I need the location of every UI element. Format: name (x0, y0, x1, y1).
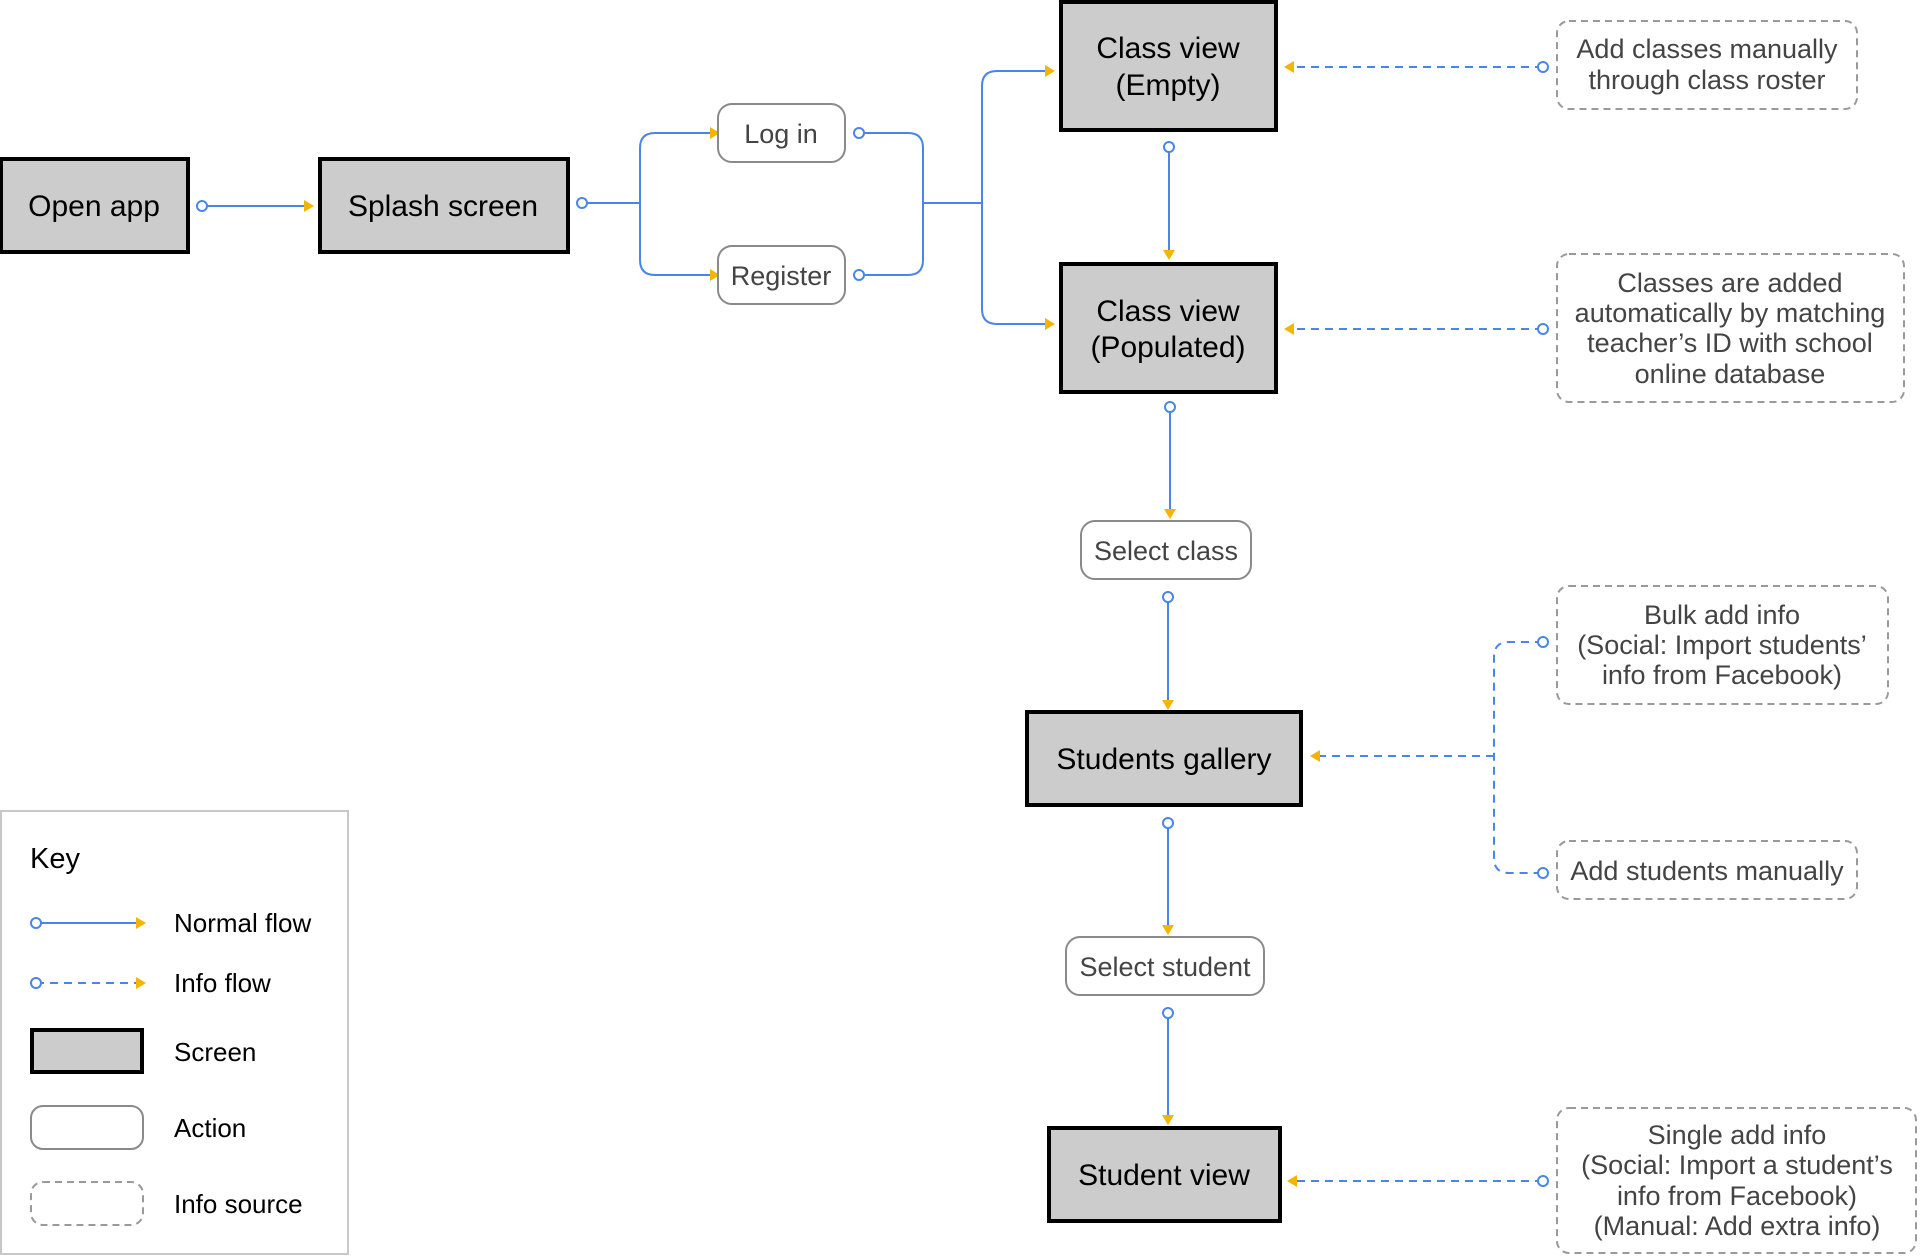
flow-start-dot (853, 269, 865, 281)
action-select-student: Select student (1065, 936, 1265, 996)
legend-normal-flow-label: Normal flow (174, 908, 311, 938)
action-select-class: Select class (1080, 520, 1252, 580)
arrowhead (1284, 61, 1294, 73)
info-add-classes-manually-line1: Add classes manually (1576, 34, 1838, 64)
connectors (196, 61, 1549, 1187)
legend-action-label: Action (174, 1113, 246, 1143)
info-start-dot (1537, 61, 1549, 73)
arrowhead (1163, 250, 1175, 260)
flow-merge-to-class-views (981, 70, 1045, 325)
action-log-in: Log in (717, 103, 846, 163)
arrowhead (304, 200, 314, 212)
info-classes-added-line2: automatically by matching (1575, 298, 1886, 328)
screen-class-view-empty-line1: Class view (1096, 32, 1240, 65)
screen-splash: Splash screen (318, 157, 570, 254)
action-register-label: Register (731, 261, 832, 291)
legend: Key Normal flow Info flow Screen Action … (0, 810, 349, 1255)
arrowhead (1045, 65, 1055, 77)
arrowhead (1162, 700, 1174, 710)
screen-class-view-populated: Class view (Populated) (1059, 262, 1278, 394)
info-bulk-add-line3: info from Facebook) (1602, 660, 1842, 690)
action-select-class-label: Select class (1094, 536, 1238, 566)
info-add-students-manually-label: Add students manually (1570, 856, 1844, 886)
info-classes-added-line4: online database (1635, 359, 1826, 389)
flow-start-dot (1164, 401, 1176, 413)
info-single-add-line3: info from Facebook) (1617, 1181, 1857, 1211)
info-start-dot (1537, 323, 1549, 335)
legend-info-source: Info source (30, 1181, 303, 1226)
action-select-student-label: Select student (1079, 952, 1251, 982)
screen-student-view: Student view (1047, 1126, 1282, 1223)
info-single-add-line1: Single add info (1648, 1120, 1827, 1150)
screen-class-view-populated-line1: Class view (1096, 295, 1240, 328)
arrowhead (710, 269, 720, 281)
arrowhead (1045, 318, 1055, 330)
arrowhead (1162, 1115, 1174, 1125)
info-bulk-add-line1: Bulk add info (1644, 600, 1800, 630)
arrowhead (1287, 1175, 1297, 1187)
info-bulk-add: Bulk add info (Social: Import students’ … (1556, 585, 1889, 705)
flow-splash-to-actions (582, 132, 710, 276)
info-classes-added-line1: Classes are added (1617, 268, 1842, 298)
flow-start-dot (1163, 141, 1175, 153)
screen-open-app: Open app (0, 157, 190, 254)
screen-students-gallery: Students gallery (1025, 710, 1303, 807)
legend-normal-flow: Normal flow (30, 908, 311, 938)
info-single-add-line4: (Manual: Add extra info) (1594, 1211, 1881, 1241)
info-single-add-line2: (Social: Import a student’s (1581, 1150, 1893, 1180)
info-start-dot (1537, 1175, 1549, 1187)
legend-title: Key (30, 843, 80, 875)
screen-students-gallery-label: Students gallery (1056, 743, 1271, 776)
legend-screen: Screen (30, 1028, 256, 1074)
flow-start-dot (1162, 1007, 1174, 1019)
arrowhead (1310, 750, 1320, 762)
action-log-in-label: Log in (744, 119, 818, 149)
screen-student-view-label: Student view (1078, 1159, 1250, 1192)
arrowhead (710, 127, 720, 139)
legend-action: Action (30, 1105, 246, 1150)
info-classes-added-automatically: Classes are added automatically by match… (1556, 253, 1905, 403)
screen-open-app-label: Open app (28, 190, 160, 223)
info-add-students-manually: Add students manually (1556, 840, 1858, 900)
info-start-dot (1537, 636, 1549, 648)
flow-start-dot (196, 200, 208, 212)
info-add-classes-manually: Add classes manually through class roste… (1556, 20, 1858, 110)
flow-actions-merge (859, 132, 982, 276)
info-add-classes-manually-line2: through class roster (1588, 65, 1825, 95)
flow-start-dot (1162, 591, 1174, 603)
info-flow-students-gallery (1320, 641, 1543, 874)
legend-info-flow-label: Info flow (174, 968, 271, 998)
arrowhead (1164, 509, 1176, 519)
info-classes-added-line3: teacher’s ID with school (1587, 328, 1873, 358)
info-single-add: Single add info (Social: Import a studen… (1556, 1107, 1917, 1254)
legend-info-flow: Info flow (30, 968, 271, 998)
flow-start-dot (576, 197, 588, 209)
flow-start-dot (853, 127, 865, 139)
info-start-dot (1537, 867, 1549, 879)
flow-start-dot (1162, 817, 1174, 829)
screen-class-view-empty-line2: (Empty) (1116, 69, 1221, 102)
action-register: Register (717, 245, 846, 305)
screen-splash-label: Splash screen (348, 190, 538, 223)
arrowhead (1162, 925, 1174, 935)
legend-info-source-label: Info source (174, 1189, 303, 1219)
info-bulk-add-line2: (Social: Import students’ (1577, 630, 1867, 660)
legend-screen-label: Screen (174, 1037, 256, 1067)
screen-class-view-populated-line2: (Populated) (1090, 331, 1245, 364)
screen-class-view-empty: Class view (Empty) (1059, 0, 1278, 132)
arrowhead (1284, 323, 1294, 335)
